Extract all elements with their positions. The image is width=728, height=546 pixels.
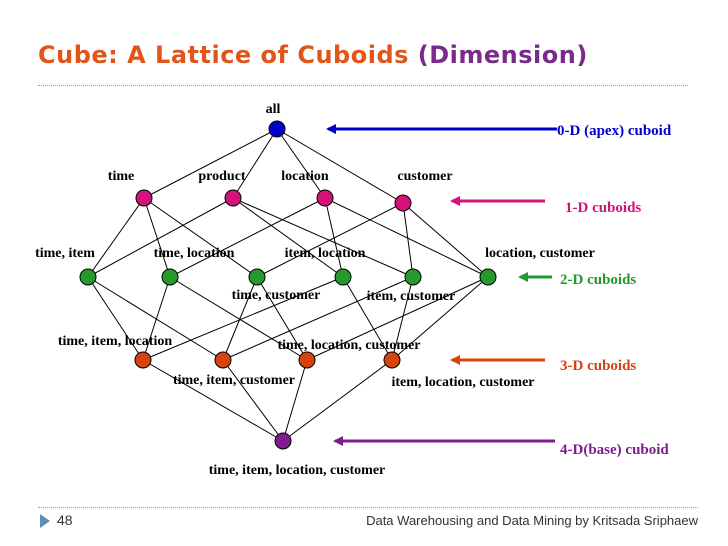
level-label-2: 2-D cuboids bbox=[560, 272, 636, 288]
node-label-all: all bbox=[266, 102, 281, 117]
node-ti bbox=[79, 268, 97, 286]
edge-tic-tilc bbox=[222, 359, 284, 442]
edge-ic-tic bbox=[222, 276, 414, 361]
edge-il-til bbox=[142, 276, 344, 361]
title-dimension: (Dimension) bbox=[417, 41, 588, 69]
node-label-til: time, item, location bbox=[58, 334, 173, 349]
node-all bbox=[268, 120, 286, 138]
edge-l-lc bbox=[324, 197, 489, 278]
title-divider bbox=[38, 85, 688, 86]
level-arrows bbox=[326, 124, 557, 446]
node-label-tl: time, location bbox=[154, 246, 235, 261]
node-tilc bbox=[274, 432, 292, 450]
edge-l-tl bbox=[169, 197, 326, 278]
edge-c-tc bbox=[256, 202, 404, 278]
node-p bbox=[224, 189, 242, 207]
edge-c-lc bbox=[402, 202, 489, 278]
node-label-tilc: time, item, location, customer bbox=[209, 463, 386, 478]
edge-p-il bbox=[232, 197, 344, 278]
node-label-tc: time, customer bbox=[232, 288, 321, 303]
node-ic bbox=[404, 268, 422, 286]
footer-triangle-icon bbox=[40, 514, 50, 528]
node-label-tic: time, item, customer bbox=[173, 373, 295, 388]
level-label-4: 4-D(base) cuboid bbox=[560, 442, 669, 458]
node-label-ic: item, customer bbox=[367, 289, 456, 304]
level-labels: 0-D (apex) cuboid 1-D cuboids 2-D cuboids 3… bbox=[557, 123, 672, 458]
node-tl bbox=[161, 268, 179, 286]
node-tic bbox=[214, 351, 232, 369]
footer-divider bbox=[38, 507, 698, 508]
title-main: Cube: A Lattice of Cuboids bbox=[38, 41, 409, 69]
edge-lc-tlc bbox=[306, 276, 489, 361]
edge-c-ic bbox=[402, 202, 414, 278]
edge-tl-tlc bbox=[169, 276, 308, 361]
level-label-3: 3-D cuboids bbox=[560, 358, 636, 374]
node-labels: all time product location customer time, item… bbox=[35, 102, 595, 478]
edge-ic-ilc bbox=[391, 276, 414, 361]
node-lc bbox=[479, 268, 497, 286]
edge-all-l bbox=[276, 128, 326, 199]
level-label-0: 0-D (apex) cuboid bbox=[557, 123, 672, 139]
footer-credit: Data Warehousing and Data Mining by Krit… bbox=[366, 513, 698, 528]
node-label-l: location bbox=[281, 169, 329, 184]
node-label-p: product bbox=[198, 169, 246, 184]
node-label-ti: time, item bbox=[35, 246, 95, 261]
node-tc bbox=[248, 268, 266, 286]
edge-p-ic bbox=[232, 197, 414, 278]
node-label-t: time bbox=[108, 169, 134, 184]
node-ilc bbox=[383, 351, 401, 369]
node-c bbox=[394, 194, 412, 212]
node-il bbox=[334, 268, 352, 286]
edge-tc-tic bbox=[222, 276, 258, 361]
slide-title: Cube: A Lattice of Cuboids (Dimension) bbox=[38, 41, 588, 69]
edge-tlc-tilc bbox=[282, 359, 308, 442]
edge-p-ti bbox=[87, 197, 234, 278]
node-label-c: customer bbox=[397, 169, 452, 184]
node-til bbox=[134, 351, 152, 369]
node-label-tlc: time, location, customer bbox=[277, 338, 420, 353]
edge-t-tc bbox=[143, 197, 258, 278]
node-label-il: item, location bbox=[285, 246, 366, 261]
edge-il-ilc bbox=[342, 276, 393, 361]
node-tlc bbox=[298, 351, 316, 369]
edge-til-tilc bbox=[142, 359, 284, 442]
edge-all-p bbox=[232, 128, 278, 199]
page-number: 48 bbox=[57, 512, 73, 528]
edge-t-ti bbox=[87, 197, 145, 278]
node-label-lc: location, customer bbox=[485, 246, 595, 261]
level-label-1: 1-D cuboids bbox=[565, 200, 641, 216]
edge-tl-til bbox=[142, 276, 171, 361]
edge-ilc-tilc bbox=[282, 359, 393, 442]
node-label-ilc: item, location, customer bbox=[391, 375, 534, 390]
lattice-nodes bbox=[79, 120, 497, 450]
edge-t-tl bbox=[143, 197, 171, 278]
edge-all-c bbox=[276, 128, 404, 204]
edge-tc-tlc bbox=[256, 276, 308, 361]
edge-ti-til bbox=[87, 276, 144, 361]
node-t bbox=[135, 189, 153, 207]
node-l bbox=[316, 189, 334, 207]
edge-ti-tic bbox=[87, 276, 224, 361]
edge-lc-ilc bbox=[391, 276, 489, 361]
lattice-edges bbox=[87, 128, 489, 442]
edge-all-t bbox=[143, 128, 278, 199]
